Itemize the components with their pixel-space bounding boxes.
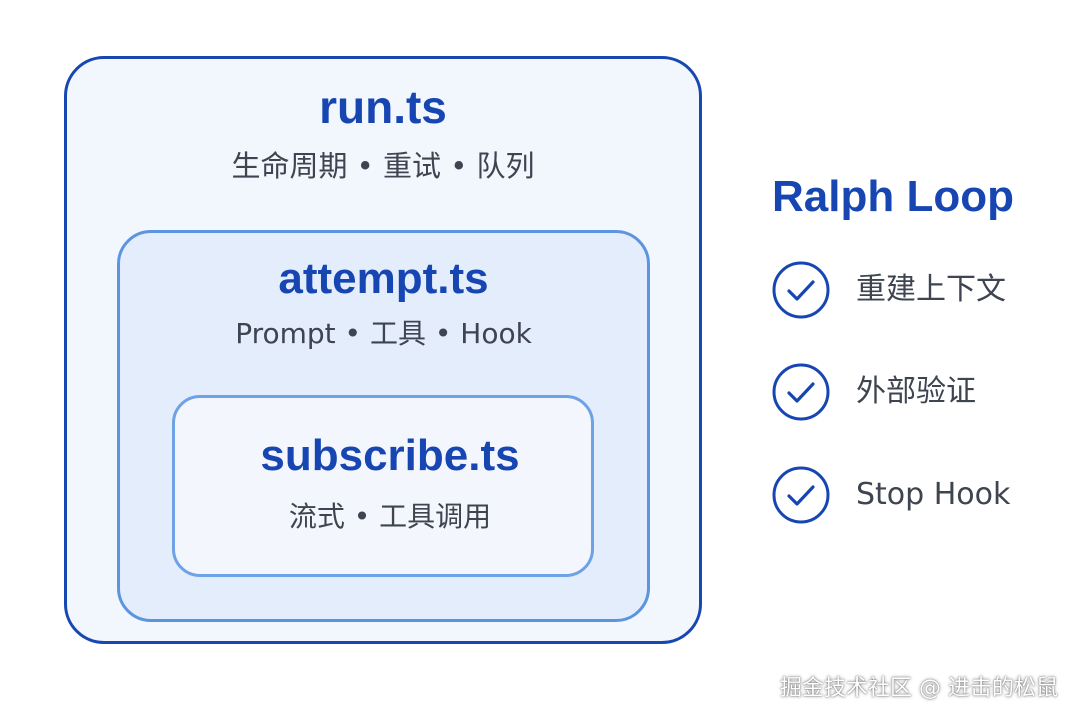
ralph-loop-item-label: 重建上下文 [856,272,1006,307]
subscribe-layer-title: subscribe.ts [260,431,520,480]
check-circle-icon [772,363,830,421]
watermark: 掘金技术社区 @ 进击的松鼠 [780,676,1058,701]
ralph-loop-item-label: Stop Hook [856,477,1011,512]
attempt-layer-subtitle: Prompt • 工具 • Hook [235,317,532,350]
run-layer-subtitle: 生命周期 • 重试 • 队列 [231,149,535,183]
ralph-loop-title: Ralph Loop [772,172,1014,221]
check-circle-icon [772,261,830,319]
ralph-loop-item: 重建上下文 [772,259,1006,321]
ralph-loop-item-label: 外部验证 [856,374,976,409]
ralph-loop-item: 外部验证 [772,361,976,423]
attempt-layer-title: attempt.ts [278,254,489,303]
check-circle-icon [772,466,830,524]
run-layer-title: run.ts [319,81,447,133]
subscribe-layer-subtitle: 流式 • 工具调用 [288,500,492,533]
ralph-loop-item: Stop Hook [772,464,1010,526]
subscribe-layer-box [172,395,594,577]
